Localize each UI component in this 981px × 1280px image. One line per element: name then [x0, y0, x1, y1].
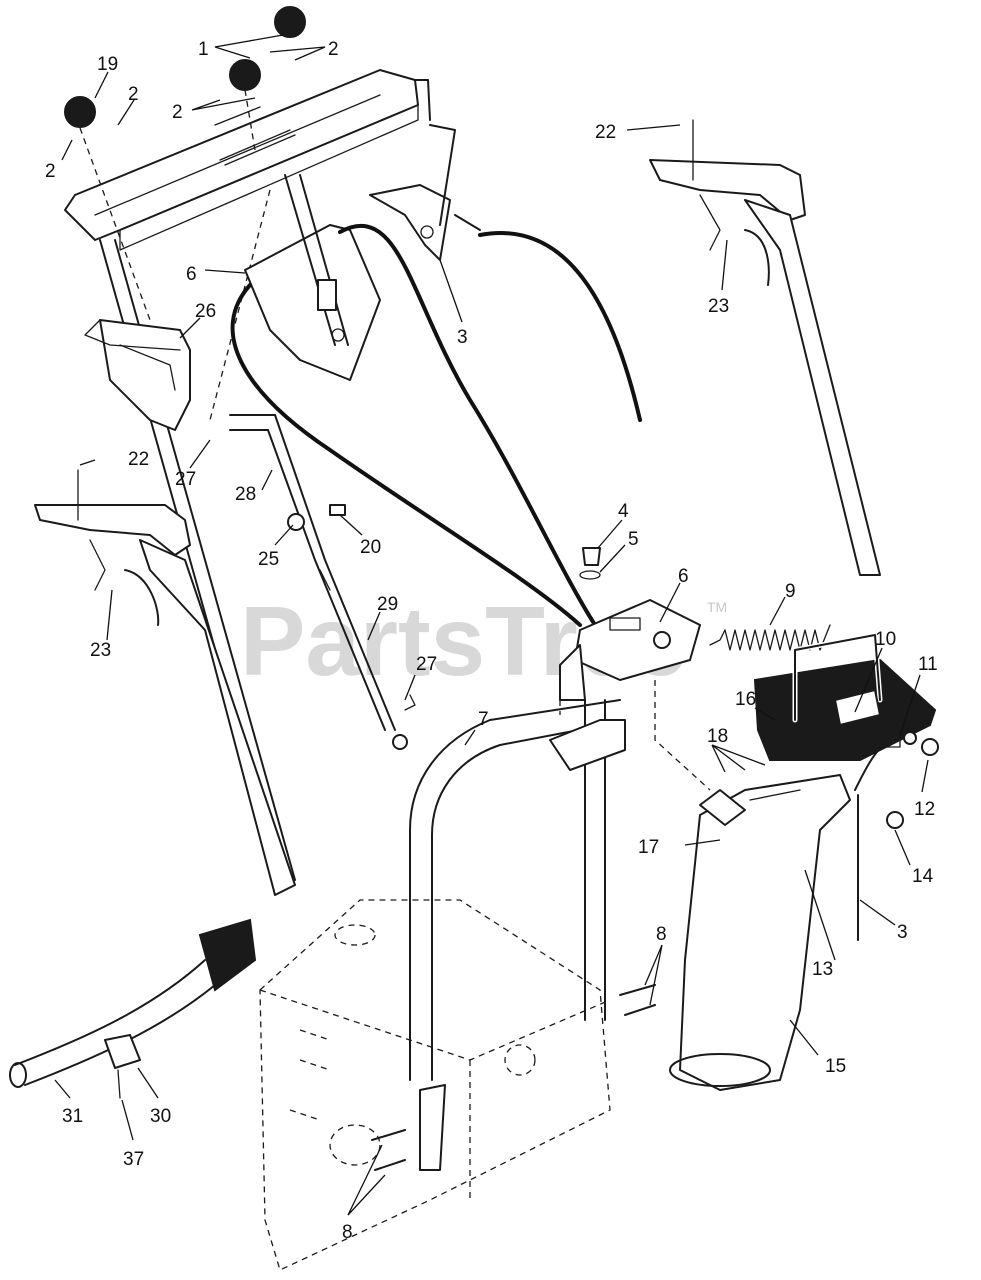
right-handle[interactable]	[649, 119, 881, 576]
callout-11: 11	[918, 654, 938, 675]
callout-3: 3	[897, 922, 908, 943]
callout-18: 18	[707, 726, 728, 747]
chute-hardware	[879, 731, 939, 829]
spring[interactable]	[709, 624, 831, 651]
shift-cable	[230, 283, 582, 627]
watermark-trademark: TM	[707, 599, 727, 615]
callout-2: 2	[328, 39, 339, 60]
callout-25: 25	[258, 549, 279, 570]
control-knobs[interactable]	[64, 6, 306, 128]
callout-26: 26	[195, 301, 216, 322]
leader-lines	[54, 34, 929, 1216]
chute-control-bracket[interactable]	[84, 319, 191, 431]
knob-left[interactable]	[64, 96, 96, 128]
chute-extension[interactable]	[9, 918, 257, 1099]
callout-28: 28	[235, 484, 256, 505]
callout-30: 30	[150, 1106, 171, 1127]
knob-top[interactable]	[274, 6, 306, 38]
callout-9: 9	[785, 581, 796, 602]
callout-1: 1	[198, 39, 209, 60]
callout-10: 10	[875, 629, 896, 650]
callout-3: 3	[457, 327, 468, 348]
callout-29: 29	[377, 594, 398, 615]
knob-middle[interactable]	[229, 59, 261, 91]
callout-2: 2	[128, 84, 139, 105]
callout-20: 20	[360, 537, 381, 558]
callout-15: 15	[825, 1056, 846, 1077]
callout-4: 4	[618, 501, 629, 522]
bolts	[371, 984, 656, 1171]
control-cable	[478, 231, 642, 422]
lower-handle[interactable]	[409, 699, 626, 1171]
dash-panel[interactable]	[64, 69, 431, 251]
callout-6: 6	[186, 264, 197, 285]
callout-19: 19	[97, 54, 118, 75]
callout-23: 23	[708, 296, 729, 317]
callout-37: 37	[123, 1149, 144, 1170]
callout-22: 22	[128, 449, 149, 470]
callout-8: 8	[656, 924, 667, 945]
callout-22: 22	[595, 122, 616, 143]
chute-rotation-rod[interactable]	[229, 414, 416, 750]
callout-5: 5	[628, 529, 639, 550]
callout-27: 27	[416, 654, 437, 675]
callout-17: 17	[638, 837, 659, 858]
callout-23: 23	[90, 640, 111, 661]
callout-13: 13	[812, 959, 833, 980]
callout-labels: 1 2 2 2 2 19 6 3 22 23 26 27 22 28 25 20…	[45, 39, 938, 1243]
chute-bracket[interactable]	[559, 547, 701, 701]
callout-12: 12	[914, 799, 935, 820]
callout-6: 6	[678, 566, 689, 587]
callout-31: 31	[62, 1106, 83, 1127]
callout-7: 7	[478, 709, 489, 730]
discharge-chute[interactable]	[669, 744, 886, 1091]
chute-cable	[338, 223, 597, 627]
callout-2: 2	[172, 102, 183, 123]
callout-16: 16	[735, 689, 756, 710]
engine-block	[259, 899, 611, 1271]
callout-8: 8	[342, 1222, 353, 1243]
callout-27: 27	[175, 469, 196, 490]
shift-lever-assembly[interactable]	[244, 174, 381, 381]
callout-2: 2	[45, 161, 56, 182]
left-handle[interactable]	[34, 469, 296, 896]
control-lever[interactable]	[369, 124, 481, 261]
callout-14: 14	[912, 866, 934, 887]
